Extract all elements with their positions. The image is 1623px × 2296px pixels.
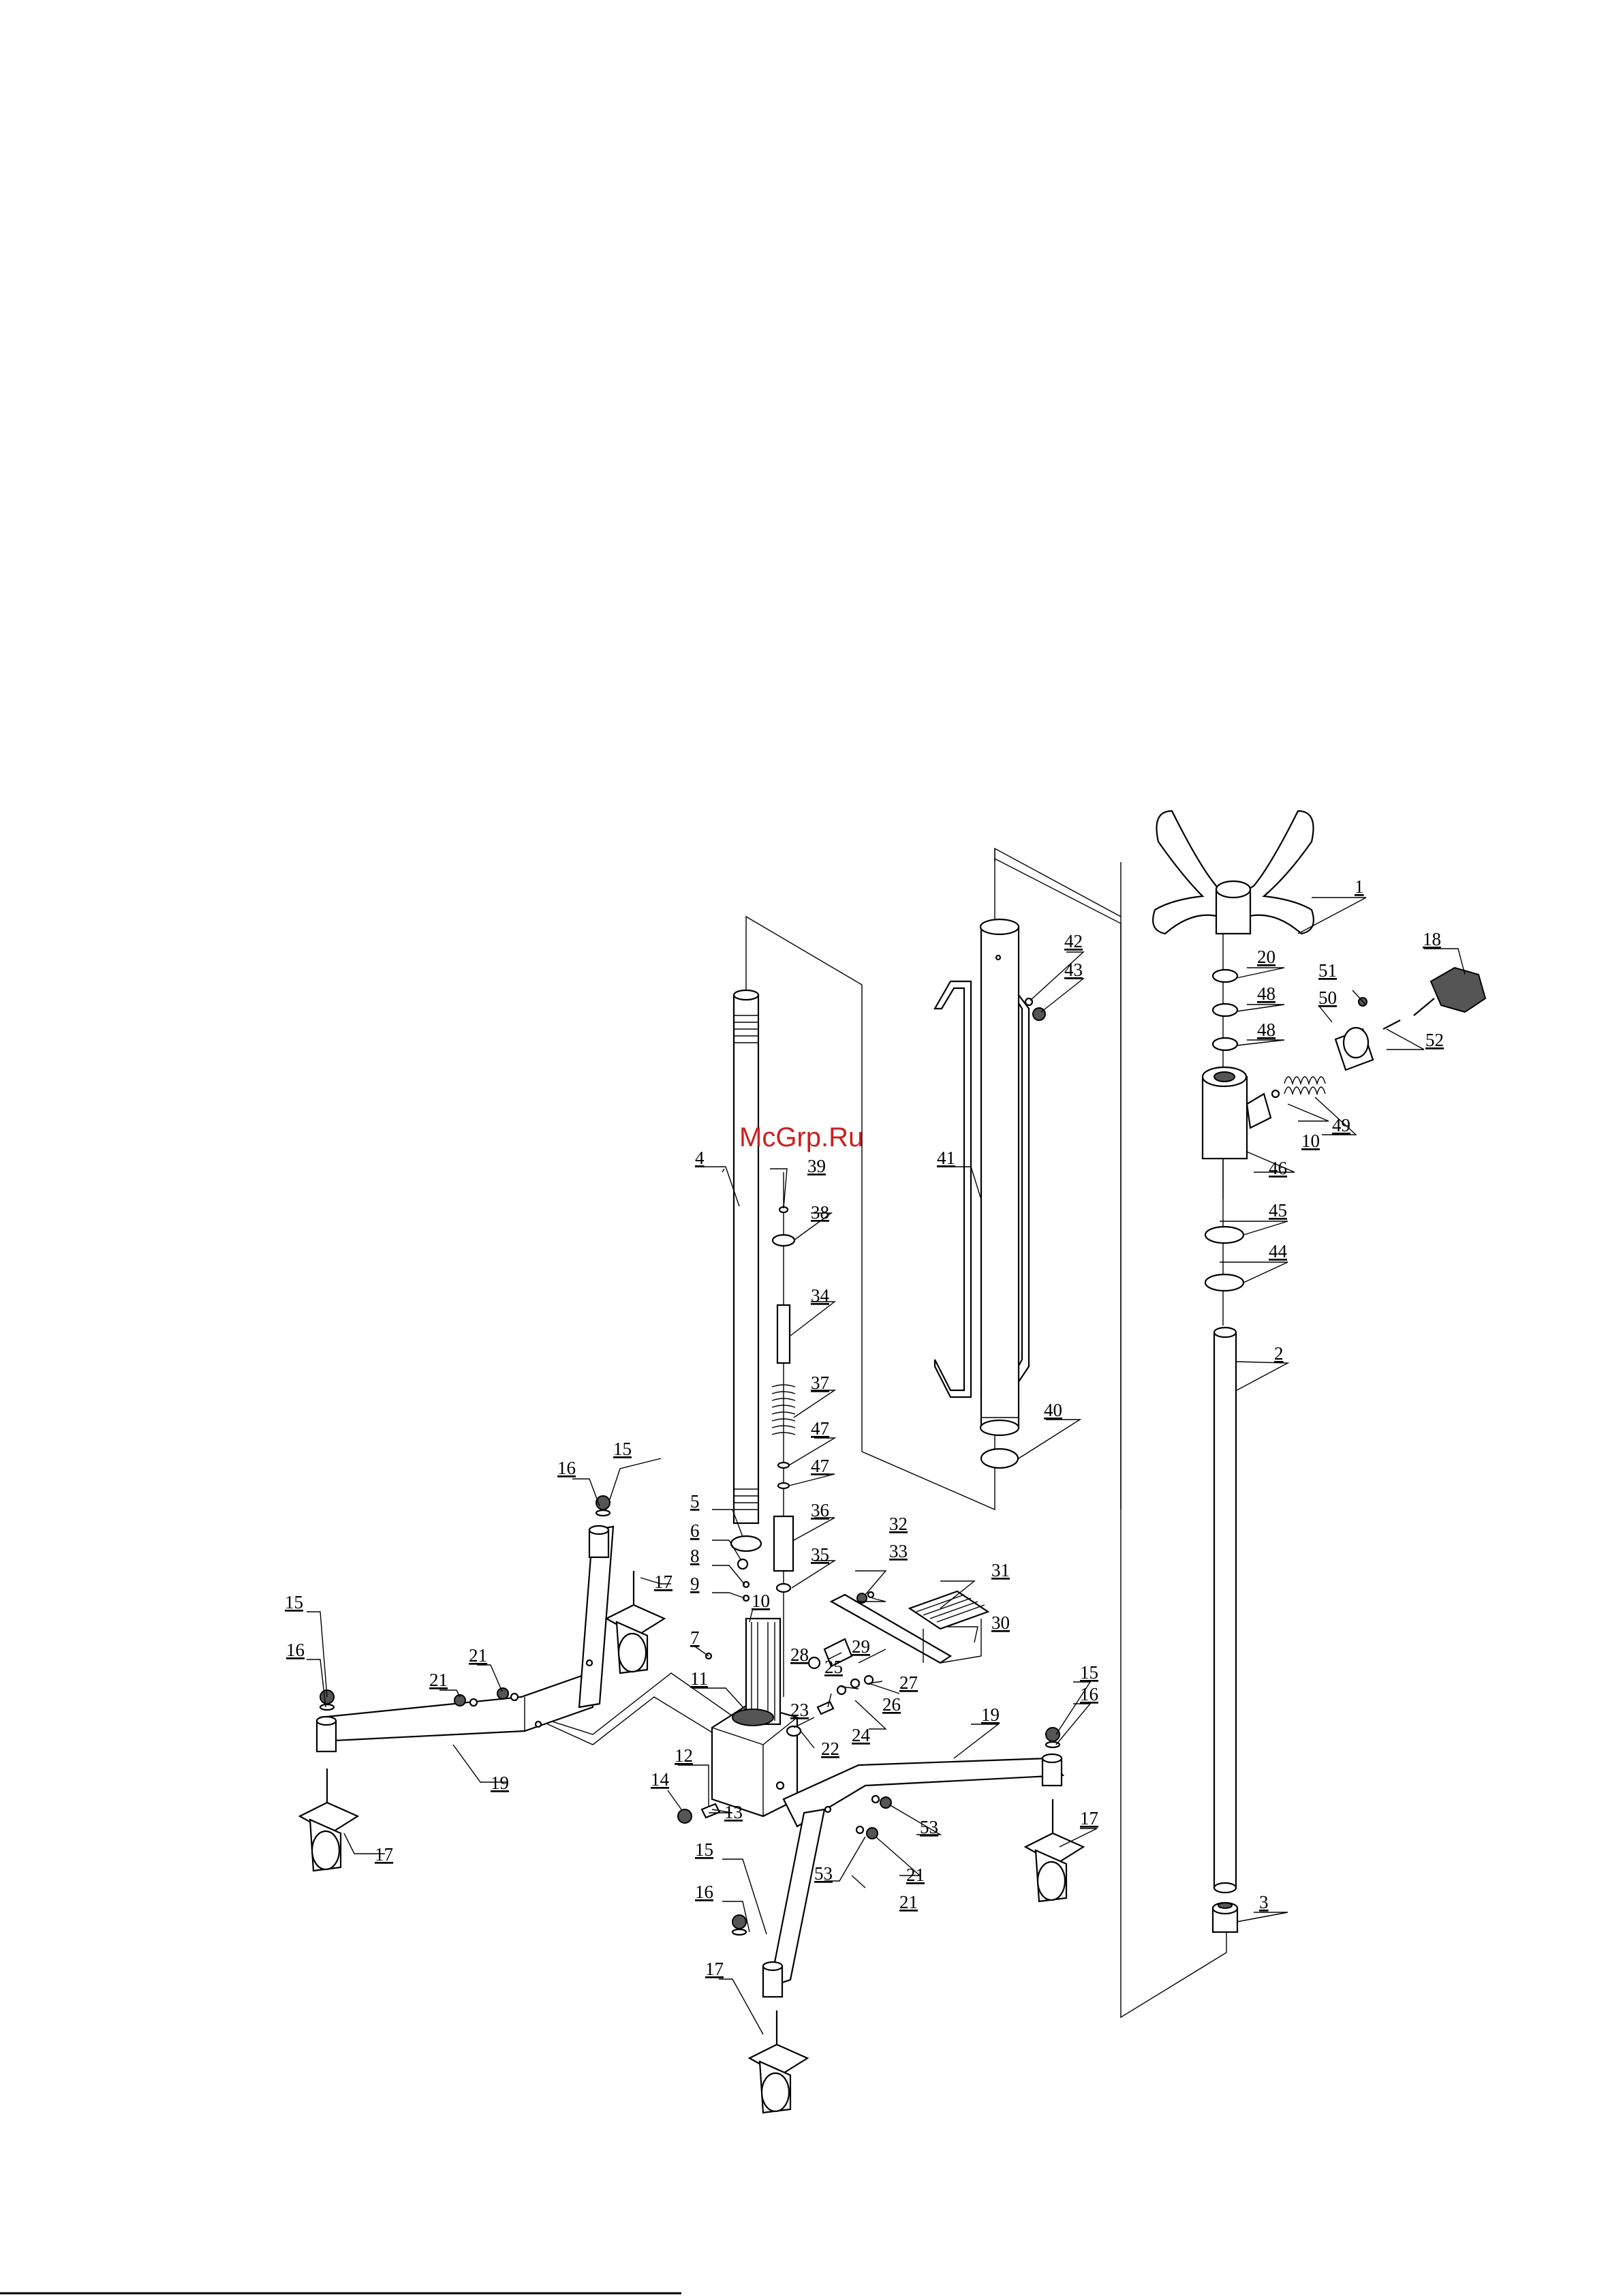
- label-part-36: 36: [811, 1500, 829, 1520]
- label-part-2: 2: [1274, 1343, 1284, 1364]
- assembly-lines: [518, 848, 1226, 2017]
- bottom-plug-part-3: [1213, 1903, 1237, 1932]
- label-part-34: 34: [811, 1285, 830, 1306]
- label-part-30: 30: [991, 1612, 1010, 1633]
- label-part-25: 25: [824, 1657, 843, 1677]
- label-part-10-upper: 10: [1301, 1131, 1320, 1151]
- shaft-part-2: [1214, 1328, 1236, 1893]
- label-part-17-left: 17: [375, 1844, 393, 1865]
- label-part-17-right: 17: [1080, 1808, 1098, 1828]
- label-part-15-front: 15: [695, 1839, 713, 1860]
- label-part-47-a: 47: [811, 1418, 829, 1439]
- label-part-35: 35: [811, 1544, 829, 1565]
- label-part-37: 37: [811, 1373, 829, 1393]
- casters: [300, 1571, 1083, 2113]
- label-part-22: 22: [821, 1739, 839, 1759]
- label-part-42: 42: [1064, 931, 1083, 951]
- label-part-46: 46: [1269, 1158, 1287, 1178]
- label-part-16-front: 16: [695, 1882, 713, 1902]
- inner-tube-part-4: [734, 990, 758, 1523]
- label-part-21-d: 21: [899, 1892, 918, 1912]
- label-part-32: 32: [889, 1514, 908, 1534]
- label-part-33: 33: [889, 1541, 908, 1561]
- label-part-15-left: 15: [285, 1592, 303, 1612]
- top-cradle-part-1: [1153, 811, 1314, 934]
- leg-right: [784, 1754, 1063, 1826]
- label-part-48-b: 48: [1257, 1020, 1276, 1040]
- outer-tube-part-41: [935, 919, 1045, 1468]
- label-part-3: 3: [1259, 1892, 1269, 1912]
- label-part-50: 50: [1318, 988, 1337, 1008]
- label-part-18: 18: [1423, 929, 1441, 949]
- label-part-21-a: 21: [429, 1670, 448, 1690]
- label-part-44: 44: [1269, 1241, 1288, 1261]
- label-part-47-b: 47: [811, 1456, 829, 1476]
- label-part-14: 14: [651, 1769, 670, 1790]
- label-part-49: 49: [1332, 1115, 1350, 1135]
- leg-front: [763, 1809, 824, 1997]
- label-part-51: 51: [1318, 960, 1337, 981]
- label-part-13: 13: [724, 1802, 743, 1822]
- label-part-11: 11: [690, 1668, 708, 1689]
- label-part-16-left: 16: [286, 1640, 305, 1660]
- label-part-45: 45: [1269, 1200, 1287, 1221]
- label-part-23: 23: [790, 1700, 809, 1720]
- label-part-40: 40: [1044, 1400, 1062, 1420]
- leader-lines: [307, 898, 1465, 2034]
- label-part-26: 26: [882, 1694, 901, 1715]
- label-part-19-right: 19: [981, 1704, 1000, 1725]
- label-part-52: 52: [1425, 1030, 1444, 1050]
- label-part-17-rear: 17: [654, 1572, 673, 1592]
- label-part-39: 39: [807, 1156, 826, 1176]
- label-part-53-b: 53: [814, 1863, 833, 1884]
- label-part-10-lower: 10: [752, 1591, 770, 1611]
- label-part-16-rear: 16: [557, 1458, 576, 1478]
- label-part-9: 9: [690, 1574, 700, 1594]
- label-part-12: 12: [675, 1745, 693, 1766]
- label-part-17-front: 17: [705, 1959, 724, 1979]
- label-part-48-a: 48: [1257, 983, 1276, 1004]
- label-part-16-right: 16: [1080, 1684, 1098, 1704]
- label-part-29: 29: [852, 1636, 870, 1657]
- label-part-41: 41: [937, 1148, 955, 1168]
- label-part-21-c: 21: [906, 1865, 925, 1885]
- label-part-5: 5: [690, 1491, 700, 1512]
- label-part-53-a: 53: [920, 1817, 938, 1837]
- label-part-15-rear: 15: [613, 1439, 632, 1459]
- label-part-31: 31: [991, 1560, 1010, 1580]
- label-part-8: 8: [690, 1546, 700, 1566]
- rings-45-44: [1205, 1227, 1243, 1291]
- label-part-20: 20: [1257, 947, 1276, 967]
- label-part-15-right: 15: [1080, 1662, 1098, 1683]
- label-part-43: 43: [1064, 960, 1083, 980]
- leg-rear: [579, 1526, 613, 1707]
- label-part-1: 1: [1355, 876, 1364, 897]
- leg-left: [317, 1673, 593, 1751]
- label-part-7: 7: [690, 1627, 700, 1648]
- label-part-27: 27: [899, 1672, 918, 1693]
- label-part-6: 6: [690, 1520, 700, 1541]
- label-part-24: 24: [852, 1725, 871, 1745]
- label-part-28: 28: [790, 1644, 809, 1665]
- label-part-38: 38: [811, 1202, 829, 1223]
- label-part-21-b: 21: [469, 1645, 487, 1666]
- label-part-4: 4: [695, 1148, 705, 1168]
- base-block-part-11: [712, 1619, 801, 1816]
- watermark-text: McGrp.Ru: [739, 1122, 863, 1152]
- rings-20-48: [1213, 970, 1237, 1050]
- label-part-19-left: 19: [491, 1773, 509, 1793]
